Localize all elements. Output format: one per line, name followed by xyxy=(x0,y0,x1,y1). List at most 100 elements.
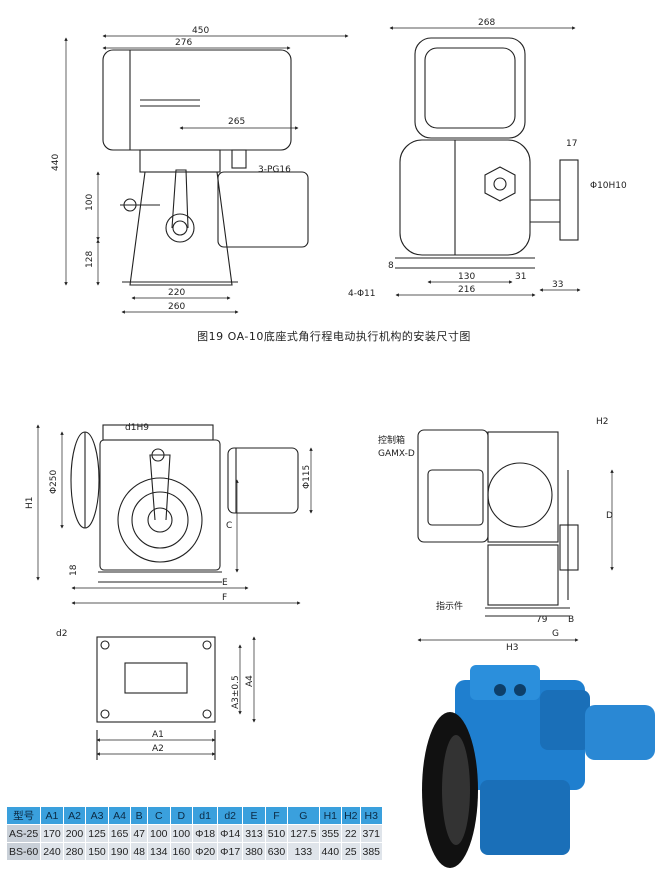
col-model: 型号 xyxy=(5,806,42,825)
table-row: AS-25 170 200 125 165 47 100 100 Φ18 Φ14… xyxy=(5,824,384,843)
cell: 355 xyxy=(318,824,343,843)
dim-3pg16: 3-PG16 xyxy=(258,165,291,175)
dim-g: G xyxy=(552,629,559,639)
dim-b: B xyxy=(568,615,574,625)
cell: 630 xyxy=(264,842,289,861)
col-h1: H1 xyxy=(318,806,343,825)
cell: Φ14 xyxy=(217,824,244,843)
dim-d: D xyxy=(606,511,613,521)
cell: 313 xyxy=(242,824,266,843)
cell: AS-25 xyxy=(5,824,42,843)
dim-f: F xyxy=(222,593,227,603)
cell: 165 xyxy=(107,824,132,843)
fig19-front-view xyxy=(102,49,309,286)
col-d2: d2 xyxy=(217,806,244,825)
cell: 280 xyxy=(62,842,87,861)
dim-440: 440 xyxy=(51,154,61,171)
dim-4phi11: 4-Φ11 xyxy=(348,289,376,299)
spec-header-row: 型号 A1 A2 A3 A4 B C D d1 d2 E F G H1 H2 H… xyxy=(5,806,384,825)
col-a4: A4 xyxy=(107,806,132,825)
label-control-box: 控制箱 xyxy=(378,434,405,446)
col-a1: A1 xyxy=(40,806,64,825)
dim-265: 265 xyxy=(228,117,245,127)
cell: 150 xyxy=(85,842,109,861)
col-a3: A3 xyxy=(85,806,109,825)
lower-side-view xyxy=(417,429,579,617)
cell: 200 xyxy=(62,824,87,843)
table-row: BS-60 240 280 150 190 48 134 160 Φ20 Φ17… xyxy=(5,842,384,861)
col-e: E xyxy=(242,806,266,825)
cell: Φ20 xyxy=(192,842,219,861)
col-b: B xyxy=(130,806,148,825)
dim-c: C xyxy=(226,521,232,531)
dim-d2: d2 xyxy=(56,629,67,639)
cell: Φ18 xyxy=(192,824,219,843)
col-h2: H2 xyxy=(341,806,361,825)
dim-100: 100 xyxy=(85,194,95,211)
dim-e: E xyxy=(222,578,228,588)
cell: 100 xyxy=(147,824,171,843)
figure19-caption: 图19 OA-10底座式角行程电动执行机构的安装尺寸图 xyxy=(197,330,471,343)
dim-a3: A3±0.5 xyxy=(231,675,241,709)
dim-h2: H2 xyxy=(596,417,609,427)
cell: 127.5 xyxy=(287,824,320,843)
cell: Φ17 xyxy=(217,842,244,861)
dim-450: 450 xyxy=(192,26,209,36)
cell: 133 xyxy=(287,842,320,861)
cell: 22 xyxy=(341,824,361,843)
dim-216: 216 xyxy=(458,285,475,295)
cell: 190 xyxy=(107,842,132,861)
cell: 240 xyxy=(40,842,64,861)
dim-17: 17 xyxy=(566,139,577,149)
dim-a2: A2 xyxy=(152,744,164,754)
cell: 47 xyxy=(130,824,148,843)
col-g: G xyxy=(287,806,320,825)
dim-a4: A4 xyxy=(245,675,255,687)
actuator-photo xyxy=(422,665,655,868)
dim-268: 268 xyxy=(478,18,495,28)
cell: 385 xyxy=(359,842,384,861)
fig19-side-view xyxy=(395,37,579,269)
dim-h3: H3 xyxy=(506,643,519,653)
dim-260: 260 xyxy=(168,302,185,312)
cell: 100 xyxy=(169,824,194,843)
dim-31: 31 xyxy=(515,272,526,282)
dim-18: 18 xyxy=(69,564,79,576)
dim-a1: A1 xyxy=(152,730,164,740)
dim-phi115: Φ115 xyxy=(302,465,312,489)
dim-79: 79 xyxy=(536,615,548,625)
label-gamx-d: GAMX-D xyxy=(378,449,415,459)
lower-front-view xyxy=(70,424,299,583)
col-f: F xyxy=(264,806,289,825)
col-d1: d1 xyxy=(192,806,219,825)
dim-128: 128 xyxy=(85,251,95,268)
col-c: C xyxy=(147,806,171,825)
cell: BS-60 xyxy=(5,842,42,861)
col-d: D xyxy=(169,806,194,825)
spec-table: 型号 A1 A2 A3 A4 B C D d1 d2 E F G H1 H2 H… xyxy=(5,806,384,861)
dim-phi10h10: Φ10H10 xyxy=(590,181,627,191)
dim-276: 276 xyxy=(175,38,192,48)
dim-130: 130 xyxy=(458,272,475,282)
cell: 170 xyxy=(40,824,64,843)
label-indicator: 指示件 xyxy=(436,600,463,612)
cell: 440 xyxy=(318,842,343,861)
cell: 134 xyxy=(147,842,171,861)
cell: 125 xyxy=(85,824,109,843)
dim-33: 33 xyxy=(552,280,563,290)
cell: 510 xyxy=(264,824,289,843)
cell: 48 xyxy=(130,842,148,861)
cell: 380 xyxy=(242,842,266,861)
cell: 25 xyxy=(341,842,361,861)
dim-d1h9: d1H9 xyxy=(125,423,149,433)
dim-220: 220 xyxy=(168,288,185,298)
base-plan-view xyxy=(96,636,216,760)
col-a2: A2 xyxy=(62,806,87,825)
cell: 371 xyxy=(359,824,384,843)
dim-phi250: Φ250 xyxy=(49,469,59,494)
cell: 160 xyxy=(169,842,194,861)
dim-h1: H1 xyxy=(25,497,35,510)
col-h3: H3 xyxy=(359,806,384,825)
dim-8: 8 xyxy=(388,261,394,271)
